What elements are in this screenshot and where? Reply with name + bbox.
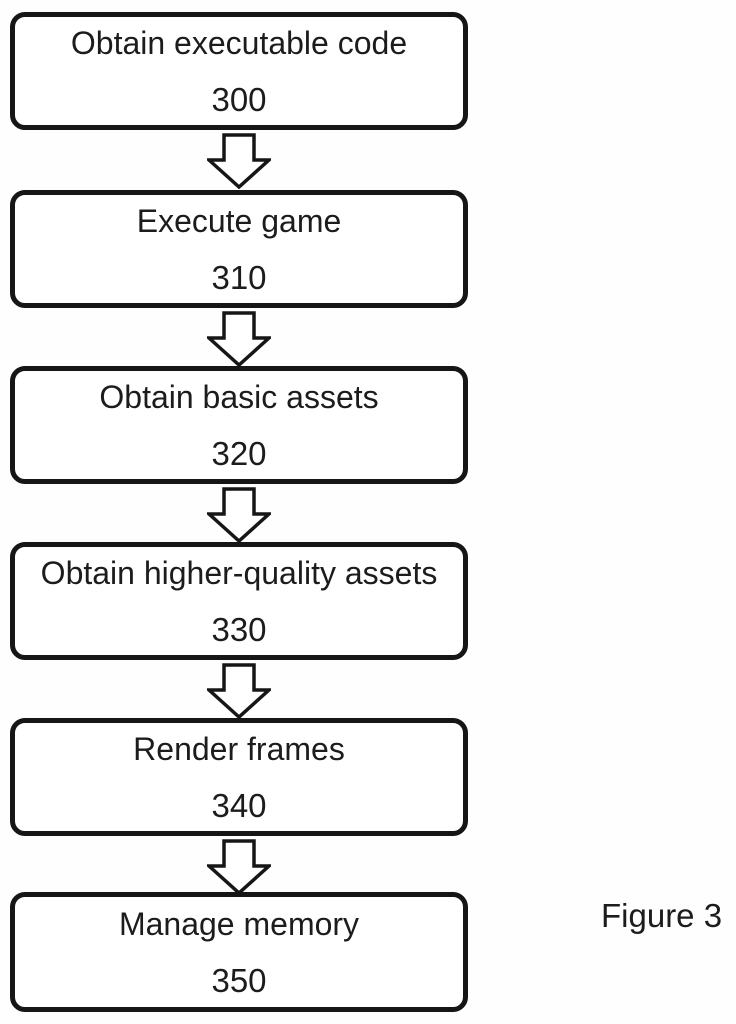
flow-node-obtain-executable-code: Obtain executable code 300	[10, 12, 468, 130]
node-number: 320	[211, 434, 267, 472]
flow-node-obtain-higher-quality-assets: Obtain higher-quality assets 330	[10, 542, 468, 660]
node-number: 330	[211, 610, 267, 648]
node-label: Obtain higher-quality assets	[40, 554, 438, 591]
flow-node-render-frames: Render frames 340	[10, 718, 468, 836]
node-label: Obtain executable code	[70, 24, 408, 61]
figure-label: Figure 3	[601, 897, 723, 934]
node-label: Render frames	[133, 730, 345, 767]
node-number: 350	[211, 961, 267, 999]
down-arrow-icon	[207, 487, 271, 543]
node-label: Obtain basic assets	[99, 378, 379, 415]
down-arrow-icon	[207, 839, 271, 895]
down-arrow-icon	[207, 311, 271, 367]
flow-node-manage-memory: Manage memory 350	[10, 892, 468, 1012]
flow-node-obtain-basic-assets: Obtain basic assets 320	[10, 366, 468, 484]
down-arrow-icon	[207, 133, 271, 189]
flow-node-execute-game: Execute game 310	[10, 190, 468, 308]
node-number: 340	[211, 786, 267, 824]
node-label: Manage memory	[118, 905, 360, 942]
node-number: 310	[211, 258, 267, 296]
node-label: Execute game	[136, 202, 342, 239]
node-number: 300	[211, 80, 267, 118]
down-arrow-icon	[207, 663, 271, 719]
